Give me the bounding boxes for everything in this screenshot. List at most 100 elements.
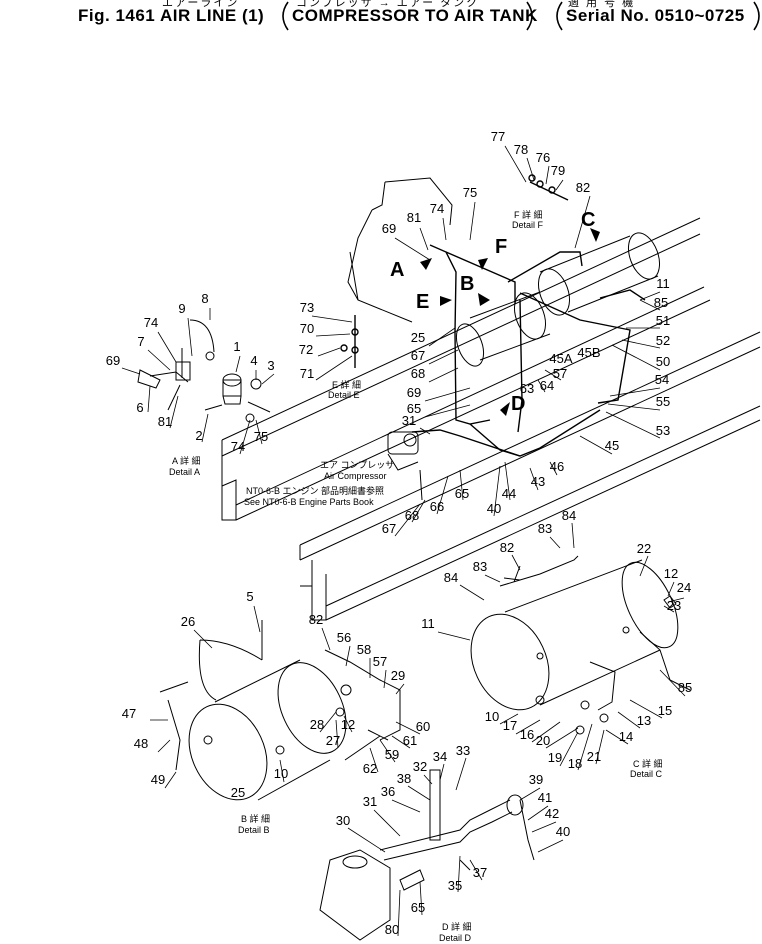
part-callout-79: 79: [551, 163, 565, 178]
part-callout-74: 74: [144, 315, 158, 330]
part-callout-16: 16: [520, 727, 534, 742]
part-callout-22: 22: [637, 541, 651, 556]
part-callout-61: 61: [403, 733, 417, 748]
serial-japanese: 適 用 号 機: [568, 0, 636, 9]
figure-number: Fig. 1461: [78, 6, 156, 25]
part-callout-20: 20: [536, 733, 550, 748]
part-callout-73: 73: [300, 300, 314, 315]
part-callout-30: 30: [336, 813, 350, 828]
part-callout-69: 69: [382, 221, 396, 236]
part-callout-14: 14: [619, 729, 633, 744]
part-callout-54: 54: [655, 372, 669, 387]
part-callout-11: 11: [421, 616, 435, 631]
header-brackets: [282, 1, 760, 31]
part-callout-78: 78: [514, 142, 528, 157]
part-callout-52: 52: [656, 333, 670, 348]
compressor-caption: Air Compressor: [324, 471, 387, 481]
leader-lines: [121, 145, 686, 937]
part-callouts: 7778767982757481691185735152707271256768…: [106, 129, 692, 937]
part-callout-57: 57: [373, 654, 387, 669]
part-callout-67: 67: [411, 348, 425, 363]
part-callout-70: 70: [300, 321, 314, 336]
engine-note: See NT0-6-B Engine Parts Book: [244, 497, 374, 507]
part-callout-28: 28: [310, 717, 324, 732]
part-callout-75: 75: [254, 429, 268, 444]
part-callout-81: 81: [407, 210, 421, 225]
detail-a-caption-jp: A 詳 細: [172, 455, 201, 466]
part-callout-85: 85: [678, 680, 692, 695]
part-callout-32: 32: [413, 759, 427, 774]
part-callout-39: 39: [529, 772, 543, 787]
part-callout-7: 7: [137, 334, 144, 349]
detail-letter-b: B: [460, 273, 474, 295]
part-callout-85: 85: [654, 295, 668, 310]
part-callout-68: 68: [411, 366, 425, 381]
part-callout-84: 84: [562, 508, 576, 523]
part-callout-37: 37: [473, 865, 487, 880]
part-callout-76: 76: [536, 150, 550, 165]
detail-c-caption-jp: C 詳 細: [633, 758, 663, 769]
figure-subtitle: COMPRESSOR TO AIR TANK: [292, 6, 538, 25]
part-callout-40: 40: [487, 501, 501, 516]
detail-captions: A 詳 細 Detail A B 詳 細 Detail B C 詳 細 Deta…: [169, 209, 663, 943]
detail-d-caption: Detail D: [439, 933, 472, 943]
part-callout-51: 51: [656, 313, 670, 328]
part-callout-4: 4: [250, 353, 257, 368]
part-callout-55: 55: [656, 394, 670, 409]
part-callout-25: 25: [231, 785, 245, 800]
part-callout-57: 57: [553, 366, 567, 381]
part-callout-74: 74: [231, 439, 245, 454]
part-callout-34: 34: [433, 749, 447, 764]
detail-b-caption-jp: B 詳 細: [241, 813, 270, 824]
detail-d-caption-jp: D 詳 細: [442, 921, 472, 932]
detail-e-caption: Detail E: [328, 390, 360, 400]
detail-f-caption-jp: F 詳 細: [514, 209, 543, 220]
part-callout-25: 25: [411, 330, 425, 345]
part-callout-80: 80: [385, 922, 399, 937]
part-callout-67: 67: [382, 521, 396, 536]
part-callout-45: 45: [605, 438, 619, 453]
part-callout-43: 43: [531, 474, 545, 489]
part-callout-56: 56: [337, 630, 351, 645]
part-callout-9: 9: [178, 301, 185, 316]
part-callout-84: 84: [444, 570, 458, 585]
compressor-caption-jp: エア コンプレッサ: [320, 460, 394, 470]
part-callout-8: 8: [201, 291, 208, 306]
part-callout-27: 27: [326, 733, 340, 748]
part-callout-46: 46: [550, 459, 564, 474]
part-callout-53: 53: [656, 423, 670, 438]
part-callout-82: 82: [500, 540, 514, 555]
part-callout-12: 12: [664, 566, 678, 581]
part-callout-12: 12: [341, 717, 355, 732]
part-callout-31: 31: [363, 794, 377, 809]
detail-letters: A B C D E F: [390, 209, 595, 415]
detail-arrows: [420, 228, 600, 416]
part-callout-1: 1: [233, 339, 240, 354]
part-callout-23: 23: [667, 598, 681, 613]
part-callout-49: 49: [151, 772, 165, 787]
part-callout-6: 6: [136, 400, 143, 415]
part-callout-45B: 45B: [577, 345, 600, 360]
detail-b-caption: Detail B: [238, 825, 270, 835]
cab-panel: [347, 177, 453, 323]
part-callout-31: 31: [402, 413, 416, 428]
part-callout-72: 72: [299, 342, 313, 357]
part-callout-75: 75: [463, 185, 477, 200]
part-callout-45A: 45A: [549, 351, 572, 366]
part-callout-48: 48: [134, 736, 148, 751]
part-callout-2: 2: [195, 428, 202, 443]
frame-rails: [221, 217, 761, 621]
piping-upper: [411, 244, 646, 457]
detail-letter-c: C: [581, 209, 595, 231]
part-callout-64: 64: [540, 378, 554, 393]
part-callout-3: 3: [267, 358, 274, 373]
detail-f-fitting: [528, 174, 569, 201]
part-callout-82: 82: [309, 612, 323, 627]
part-callout-24: 24: [677, 580, 691, 595]
part-callout-65: 65: [411, 900, 425, 915]
part-callout-83: 83: [538, 521, 552, 536]
detail-f-caption: Detail F: [512, 220, 544, 230]
detail-letter-a: A: [390, 259, 404, 281]
part-callout-62: 62: [363, 761, 377, 776]
